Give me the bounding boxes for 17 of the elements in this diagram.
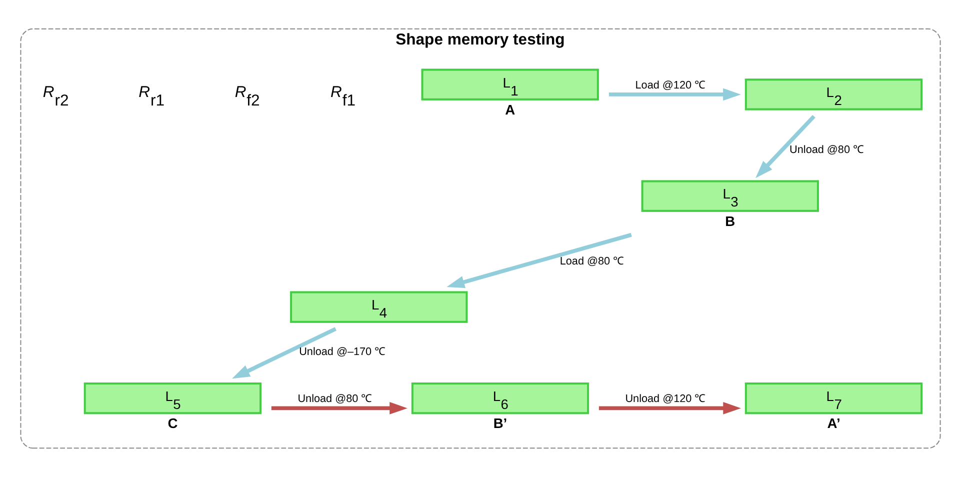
edge-label: Unload @80 ℃ — [790, 144, 864, 156]
edge-label: Unload @120 ℃ — [625, 393, 706, 406]
arrow — [271, 402, 408, 414]
arrow — [598, 402, 741, 414]
arrow — [608, 88, 741, 101]
node-label: A’ — [827, 415, 840, 432]
edge-label: Load @120 ℃ — [635, 79, 706, 92]
node-label: B’ — [493, 415, 508, 432]
arrow — [446, 232, 632, 288]
node-label: C — [168, 415, 178, 432]
node-label: B — [725, 212, 736, 229]
edge-label: Unload @80 ℃ — [298, 393, 372, 406]
arrow — [755, 114, 816, 178]
edge-label: Load @80 ℃ — [560, 255, 624, 268]
edge-label: Unload @–170 ℃ — [299, 346, 386, 358]
arrow — [232, 327, 336, 379]
node-label: A — [505, 101, 516, 118]
